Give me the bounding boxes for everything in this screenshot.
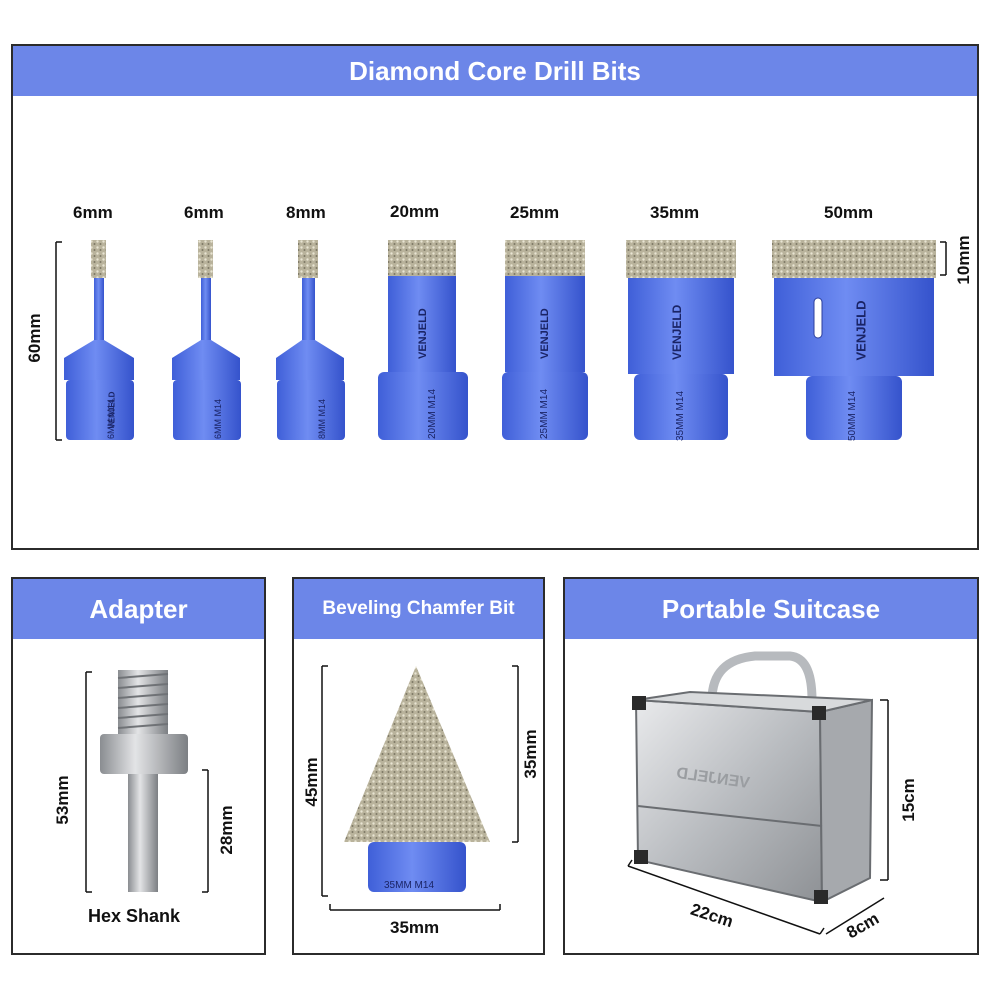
- panel-title: Beveling Chamfer Bit: [294, 579, 543, 639]
- bit-35mm: [626, 240, 736, 440]
- chamfer-width-label: 35mm: [390, 918, 440, 937]
- bit-25mm: [502, 240, 588, 440]
- chamfer-engraving: 35MM M14: [384, 880, 435, 891]
- bit-size-label: 25mm: [510, 203, 560, 222]
- chamfer-bit: [344, 666, 490, 892]
- panel-title: Diamond Core Drill Bits: [13, 46, 977, 96]
- height-bracket: [55, 241, 62, 441]
- chamfer-brackets: [321, 665, 519, 911]
- bit-20mm: [378, 240, 468, 440]
- panel-title: Adapter: [13, 579, 264, 639]
- bit-size-label: 6mm: [73, 203, 113, 222]
- adapter-brackets: [85, 671, 209, 893]
- panel-title: Portable Suitcase: [565, 579, 977, 639]
- hex-shank-caption: Hex Shank: [88, 906, 181, 926]
- bit-size-label: 8mm: [286, 203, 326, 222]
- bit-size-label: 35mm: [650, 203, 700, 222]
- suitcase-dimension-lines: [627, 699, 889, 935]
- bit-8mm: [276, 240, 345, 440]
- suitcase: [632, 651, 874, 904]
- bit-50mm: [772, 240, 936, 440]
- suitcase-height-label: 15cm: [899, 778, 918, 822]
- bit-size-label: 6mm: [184, 203, 224, 222]
- segment-bracket: [940, 241, 947, 276]
- adapter: [100, 670, 188, 892]
- bit-6mm-b: [172, 240, 241, 440]
- bit-size-label: 20mm: [390, 202, 440, 221]
- bit-6mm-a: [64, 240, 134, 440]
- bit-size-label: 50mm: [824, 203, 874, 222]
